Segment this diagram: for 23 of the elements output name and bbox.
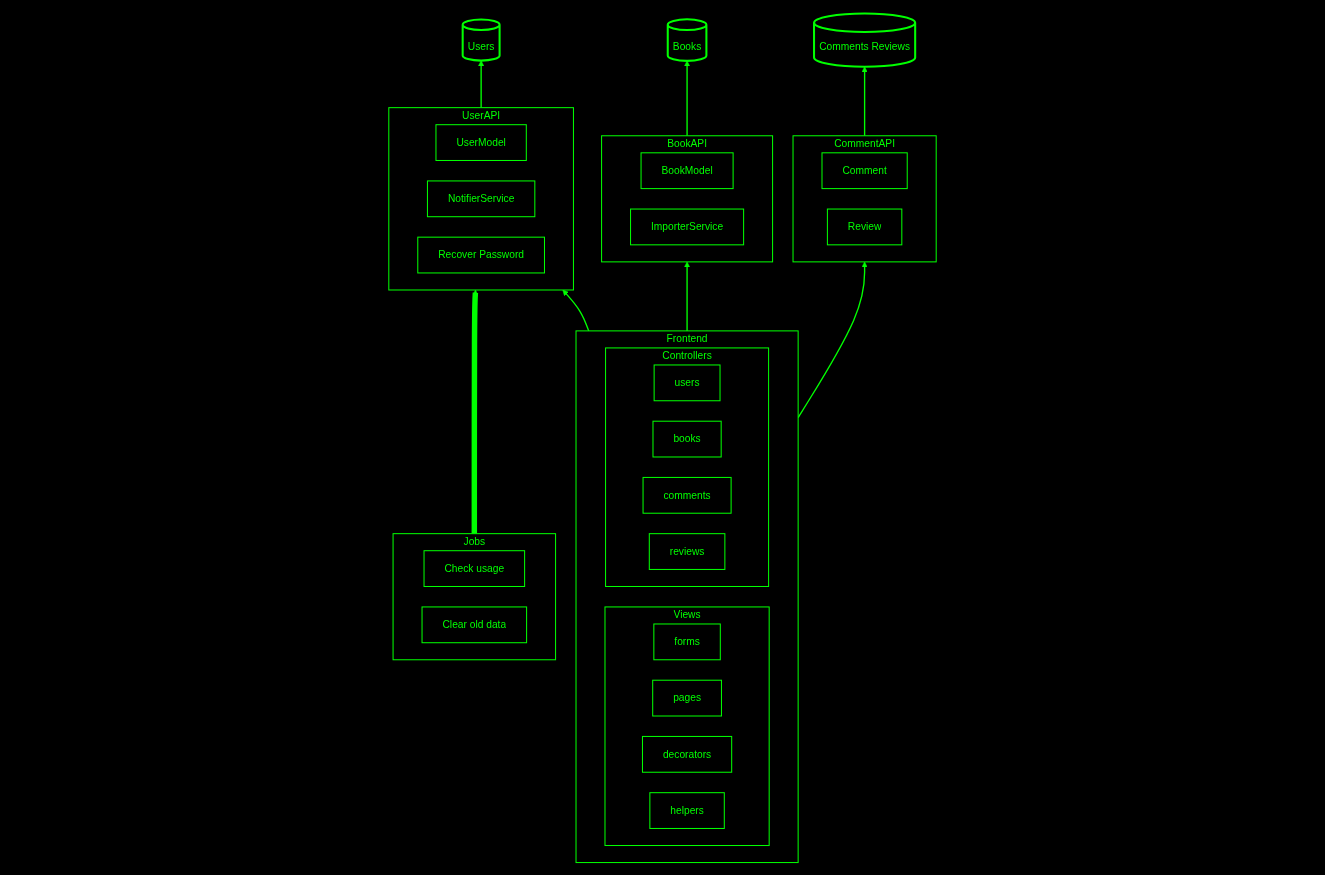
- node-box: helpers: [649, 791, 725, 829]
- arrow: [684, 60, 691, 136]
- node-box: forms: [653, 622, 721, 660]
- node-box: Check usage: [423, 549, 526, 587]
- arrow: [471, 289, 479, 534]
- arrow: [684, 261, 691, 332]
- node-box: books: [652, 420, 722, 457]
- node-box: decorators: [641, 735, 733, 773]
- node-box: reviews: [648, 532, 726, 570]
- node-box: Clear old data: [421, 605, 528, 643]
- node-box: users: [653, 363, 721, 401]
- node-box: Comment: [821, 151, 908, 189]
- node-box: comments: [642, 476, 732, 514]
- arrow: [861, 66, 868, 136]
- node-box: BookModel: [640, 151, 734, 189]
- node-box: NotifierService: [426, 179, 536, 217]
- node-box: Review: [826, 208, 903, 245]
- node-box: Recover Password: [417, 236, 545, 273]
- arrow: [478, 59, 485, 108]
- node-box: UserModel: [435, 123, 527, 161]
- node-box: pages: [652, 679, 722, 716]
- node-box: ImporterService: [630, 208, 745, 245]
- arrow: [562, 289, 590, 332]
